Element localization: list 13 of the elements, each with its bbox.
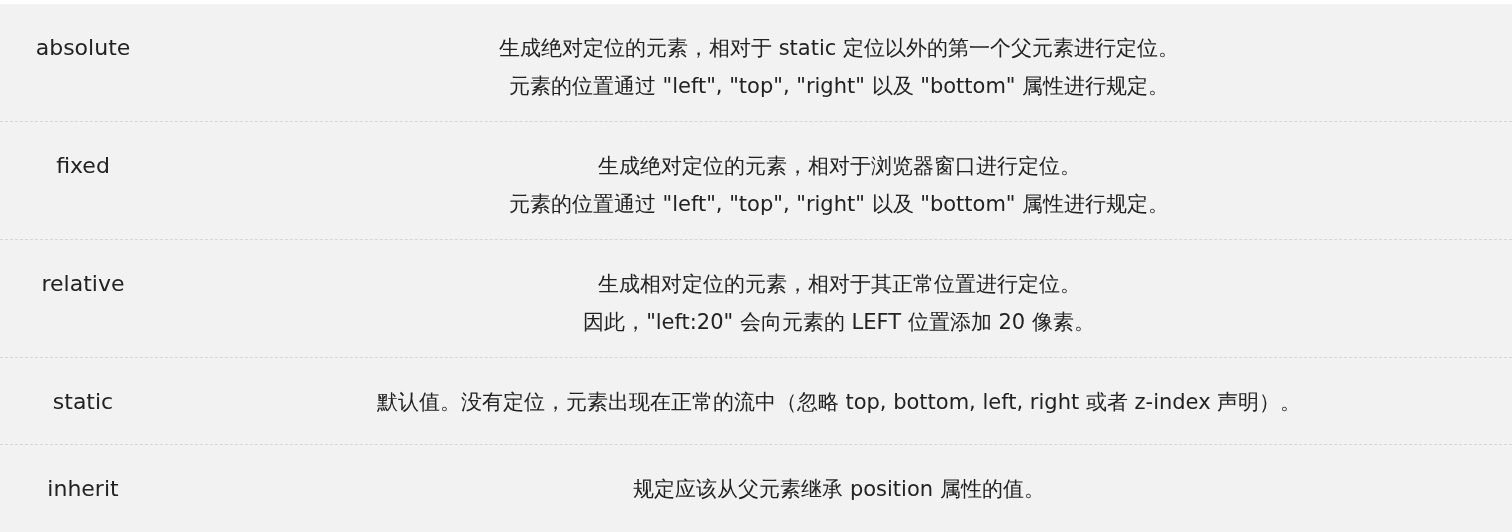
property-value: inherit [47, 475, 119, 503]
description-text: 元素的位置通过 "left", "top", "right" 以及 "bottom" 属性进行规定。 [508, 191, 1170, 218]
description-text: 因此，"left:20" 会向元素的 LEFT 位置添加 20 像素。 [583, 309, 1095, 336]
property-value: fixed [56, 152, 110, 180]
description-text: 生成绝对定位的元素，相对于 static 定位以外的第一个父元素进行定位。 [499, 35, 1179, 62]
property-value: relative [41, 270, 125, 298]
description-text: 默认值。没有定位，元素出现在正常的流中（忽略 top, bottom, left, right 或者 z-index 声明）。 [376, 389, 1302, 416]
description-text: 生成绝对定位的元素，相对于浏览器窗口进行定位。 [597, 153, 1081, 180]
description-text: 生成相对定位的元素，相对于其正常位置进行定位。 [597, 271, 1081, 298]
description-text: 规定应该从父元素继承 position 属性的值。 [633, 476, 1045, 503]
description-text: 元素的位置通过 "left", "top", "right" 以及 "bottom" 属性进行规定。 [508, 73, 1170, 100]
property-value: absolute [35, 34, 131, 62]
property-value: static [52, 388, 114, 416]
